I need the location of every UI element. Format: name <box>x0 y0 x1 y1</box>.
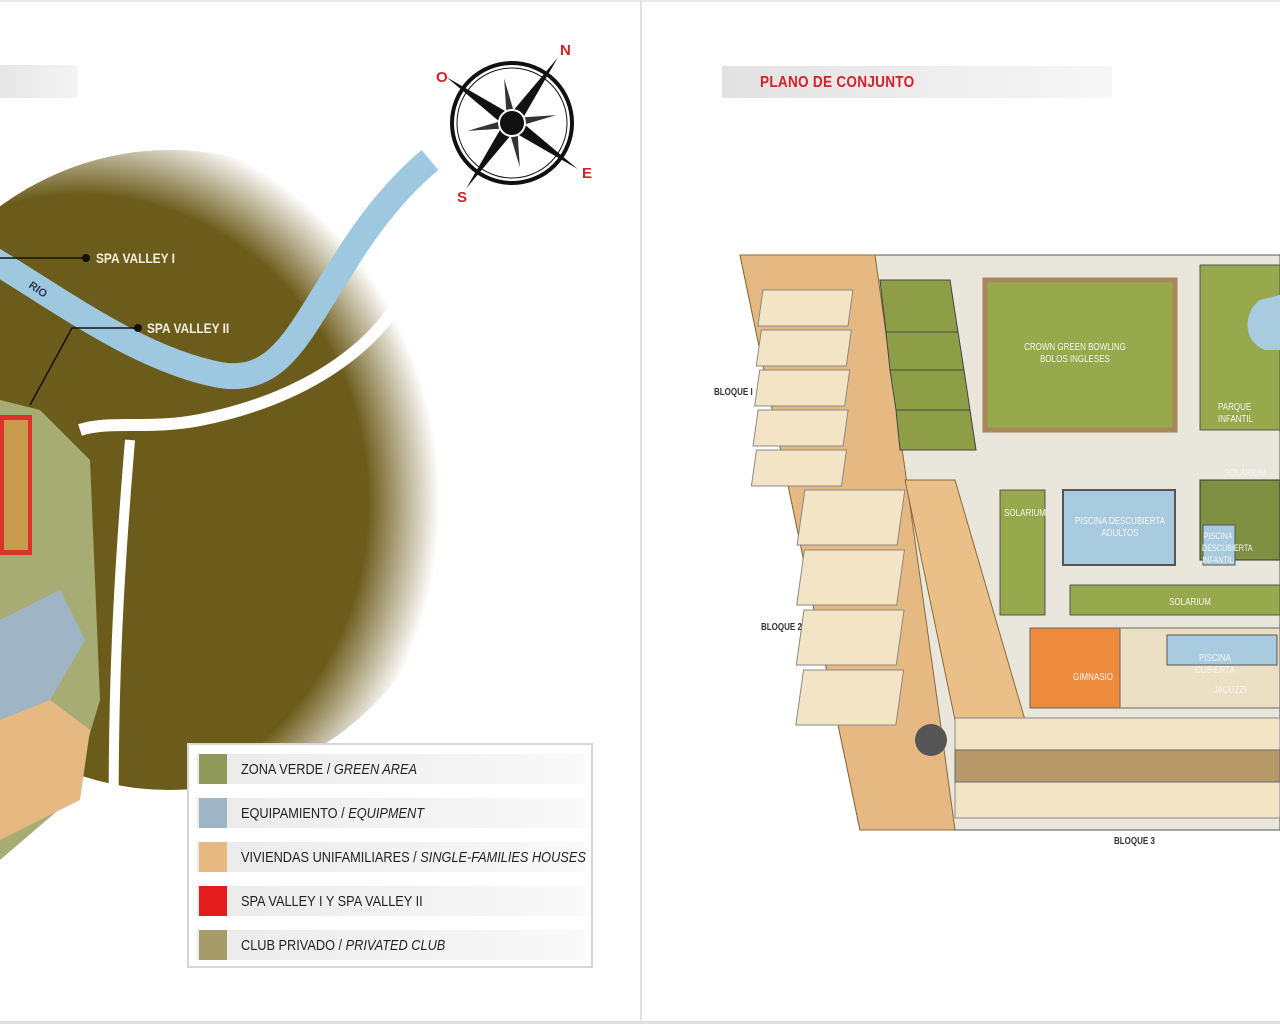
spa-valley-2-dot <box>134 324 142 332</box>
block-3-core <box>954 749 1280 783</box>
pool-kids-label: PISCINA DESCUBIERTA INFANTIL <box>1202 531 1253 565</box>
legend-item-private-club: CLUB PRIVADO / PRIVATED CLUB <box>197 930 585 960</box>
legend-item-houses: VIVIENDAS UNIFAMILIARES / SINGLE-FAMILIE… <box>197 842 586 872</box>
river <box>0 150 439 390</box>
left-header-bar <box>0 65 78 98</box>
pool-adults-label-2: ADULTOS <box>1101 528 1139 539</box>
page-divider <box>640 0 642 1024</box>
block-3-label: BLOQUE 3 <box>1114 836 1155 847</box>
block-2-label: BLOQUE 2 <box>761 622 802 633</box>
legend-swatch <box>199 930 227 960</box>
spa-valley-buildings <box>4 420 28 550</box>
spa-valley-2-leader <box>29 327 138 406</box>
solarium-bottom <box>1069 584 1280 616</box>
legend-label: SPA VALLEY I Y SPA VALLEY II <box>241 893 423 910</box>
legend-separator: / <box>335 937 346 954</box>
gym <box>1029 627 1121 709</box>
white-label-box <box>374 230 454 277</box>
solarium-left-label: SOLARIUM <box>1004 508 1046 519</box>
legend-item-spa-valley: SPA VALLEY I Y SPA VALLEY II <box>197 886 585 916</box>
legend-swatch <box>199 754 227 784</box>
road <box>78 277 416 436</box>
pool-kids <box>1202 524 1236 566</box>
legend-label-en: EQUIPMENT <box>348 805 425 822</box>
legend-separator: / <box>323 761 334 778</box>
pool-adults <box>1062 489 1176 566</box>
compass-rose-icon <box>446 57 578 189</box>
legend-swatch <box>199 886 227 916</box>
legend-swatch <box>199 798 227 828</box>
block-2-units <box>795 489 906 726</box>
compass-south: S <box>457 189 468 206</box>
bowling-label-es: BOLOS INGLESES <box>1040 354 1110 365</box>
legend-label-en: PRIVATED CLUB <box>345 937 446 954</box>
green-plots <box>879 279 977 451</box>
legend-label: EQUIPAMIENTO <box>241 805 338 822</box>
equipment-zone <box>0 590 85 720</box>
legend-label: ZONA VERDE <box>241 761 324 778</box>
indoor-pool <box>1166 634 1278 666</box>
park-pond <box>1247 295 1280 350</box>
legend-label: VIVIENDAS UNIFAMILIARES <box>241 849 410 866</box>
park-label: PARQUE INFANTIL <box>1218 402 1254 425</box>
legend-swatch <box>199 842 227 872</box>
gym-label: GIMNASIO <box>1072 672 1113 683</box>
legend-separator: / <box>409 849 421 866</box>
map-legend: ZONA VERDE / GREEN AREA EQUIPAMIENTO / E… <box>187 743 593 968</box>
legend-item-equipment: EQUIPAMIENTO / EQUIPMENT <box>197 798 585 828</box>
legend-item-green-area: ZONA VERDE / GREEN AREA <box>197 754 585 784</box>
bowling-green <box>982 277 1178 433</box>
roundabout <box>915 724 947 756</box>
jacuzzi-label: JACUZZI <box>1213 685 1247 696</box>
block-1-label: BLOQUE I <box>714 387 753 398</box>
legend-separator: / <box>337 805 349 822</box>
solarium-bottom-label: SOLARIUM <box>1169 597 1211 608</box>
page-bottom-border <box>0 1021 1280 1024</box>
spa-valley-2-label: SPA VALLEY II <box>147 320 230 336</box>
legend-label: CLUB PRIVADO <box>241 937 336 954</box>
compass-north: N <box>560 42 571 59</box>
block-1-units <box>750 289 854 487</box>
indoor-pool-label: PISCINA CUBIERTA <box>1195 653 1235 676</box>
legend-label-en: SINGLE-FAMILIES HOUSES <box>420 849 586 866</box>
location-map <box>0 57 578 901</box>
housing-zone <box>0 700 90 840</box>
page-title: PLANO DE CONJUNTO <box>760 74 915 91</box>
spa-valley-1-label: SPA VALLEY I <box>96 250 175 266</box>
solarium-right-label: SOLARIUM <box>1224 468 1266 479</box>
legend-label-en: GREEN AREA <box>333 761 417 778</box>
bowling-label-en: CROWN GREEN BOWLING <box>1024 342 1126 353</box>
site-plan <box>739 254 1280 831</box>
solarium-left <box>999 489 1046 616</box>
compass-east: E <box>582 165 593 182</box>
pool-adults-label-1: PISCINA DESCUBIERTA <box>1075 516 1165 527</box>
right-header-bar <box>722 66 1112 98</box>
spa-valley-1-dot <box>82 254 90 262</box>
compass-west: O <box>436 69 448 86</box>
road-south <box>108 439 135 901</box>
